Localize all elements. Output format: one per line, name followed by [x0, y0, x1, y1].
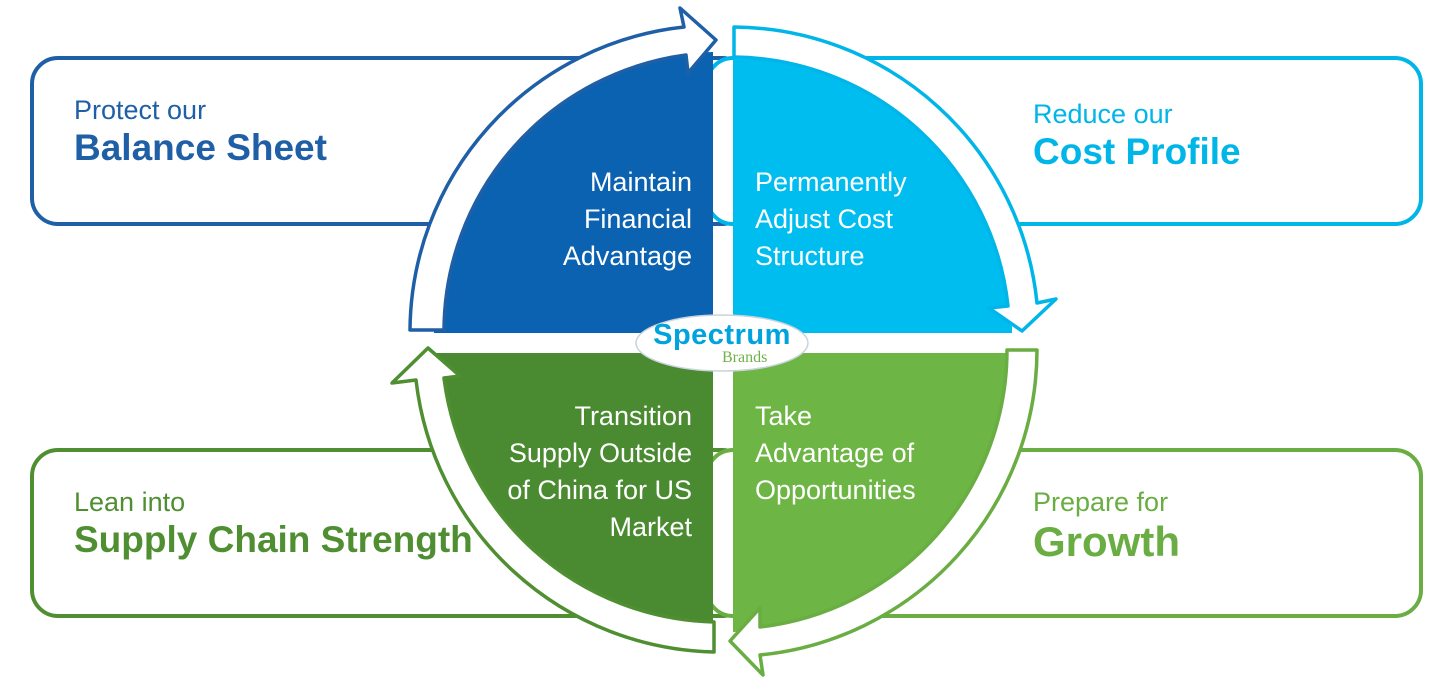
quadrant-line: Advantage	[562, 241, 692, 271]
quadrant-line: Adjust Cost	[755, 204, 894, 234]
quadrant-opportunities: Take Advantage of Opportunities	[755, 398, 916, 509]
panel-cost-profile-subtitle: Reduce our	[1033, 99, 1173, 129]
wedge-financial-advantage	[433, 51, 713, 334]
quadrant-line: Structure	[755, 241, 865, 271]
panel-cost-profile-text: Reduce our Cost Profile	[1033, 98, 1241, 174]
arrow-bottom-right	[728, 348, 1039, 677]
logo-wordmark: Spectrum	[653, 319, 791, 351]
panel-growth-text: Prepare for Growth	[1033, 486, 1180, 566]
quadrant-supply-outside-china: Transition Supply Outside of China for U…	[507, 398, 692, 546]
quadrant-line: Supply Outside	[508, 438, 692, 468]
quadrant-line: Transition	[574, 401, 692, 431]
quadrant-financial-advantage: Maintain Financial Advantage	[563, 164, 692, 275]
arrow-top-left	[408, 6, 718, 332]
panel-growth-title: Growth	[1033, 518, 1180, 565]
logo-badge	[635, 314, 809, 372]
arrow-top-right	[732, 25, 1058, 333]
wedge-cost-structure	[733, 51, 1013, 333]
panel-supply-chain-subtitle: Lean into	[74, 487, 186, 517]
quadrant-line: Maintain	[589, 167, 692, 197]
panel-balance-sheet-title: Balance Sheet	[74, 127, 327, 168]
quadrant-line: Market	[609, 512, 692, 542]
quadrant-line: Take	[755, 401, 813, 431]
quadrant-cost-structure: Permanently Adjust Cost Structure	[755, 164, 907, 275]
logo-subtext: Brands	[722, 349, 768, 366]
quadrant-line: Opportunities	[755, 475, 916, 505]
panel-balance-sheet-subtitle: Protect our	[74, 95, 207, 125]
quadrant-line: Advantage of	[755, 438, 915, 468]
panel-balance-sheet-text: Protect our Balance Sheet	[74, 94, 327, 170]
spectrum-brands-logo: Spectrum Brands	[636, 316, 808, 372]
panel-supply-chain-title: Supply Chain Strength	[74, 519, 473, 560]
wedge-supply-outside-china	[434, 353, 713, 632]
panel-cost-profile-title: Cost Profile	[1033, 131, 1241, 172]
quadrant-line: Financial	[583, 204, 692, 234]
quadrant-line: Permanently	[755, 167, 907, 197]
quadrant-line: of China for US	[507, 475, 692, 505]
arrow-bottom-left	[390, 346, 716, 654]
panel-supply-chain-text: Lean into Supply Chain Strength	[74, 486, 473, 562]
panel-growth-subtitle: Prepare for	[1033, 487, 1169, 517]
wedge-opportunities	[733, 353, 1012, 632]
